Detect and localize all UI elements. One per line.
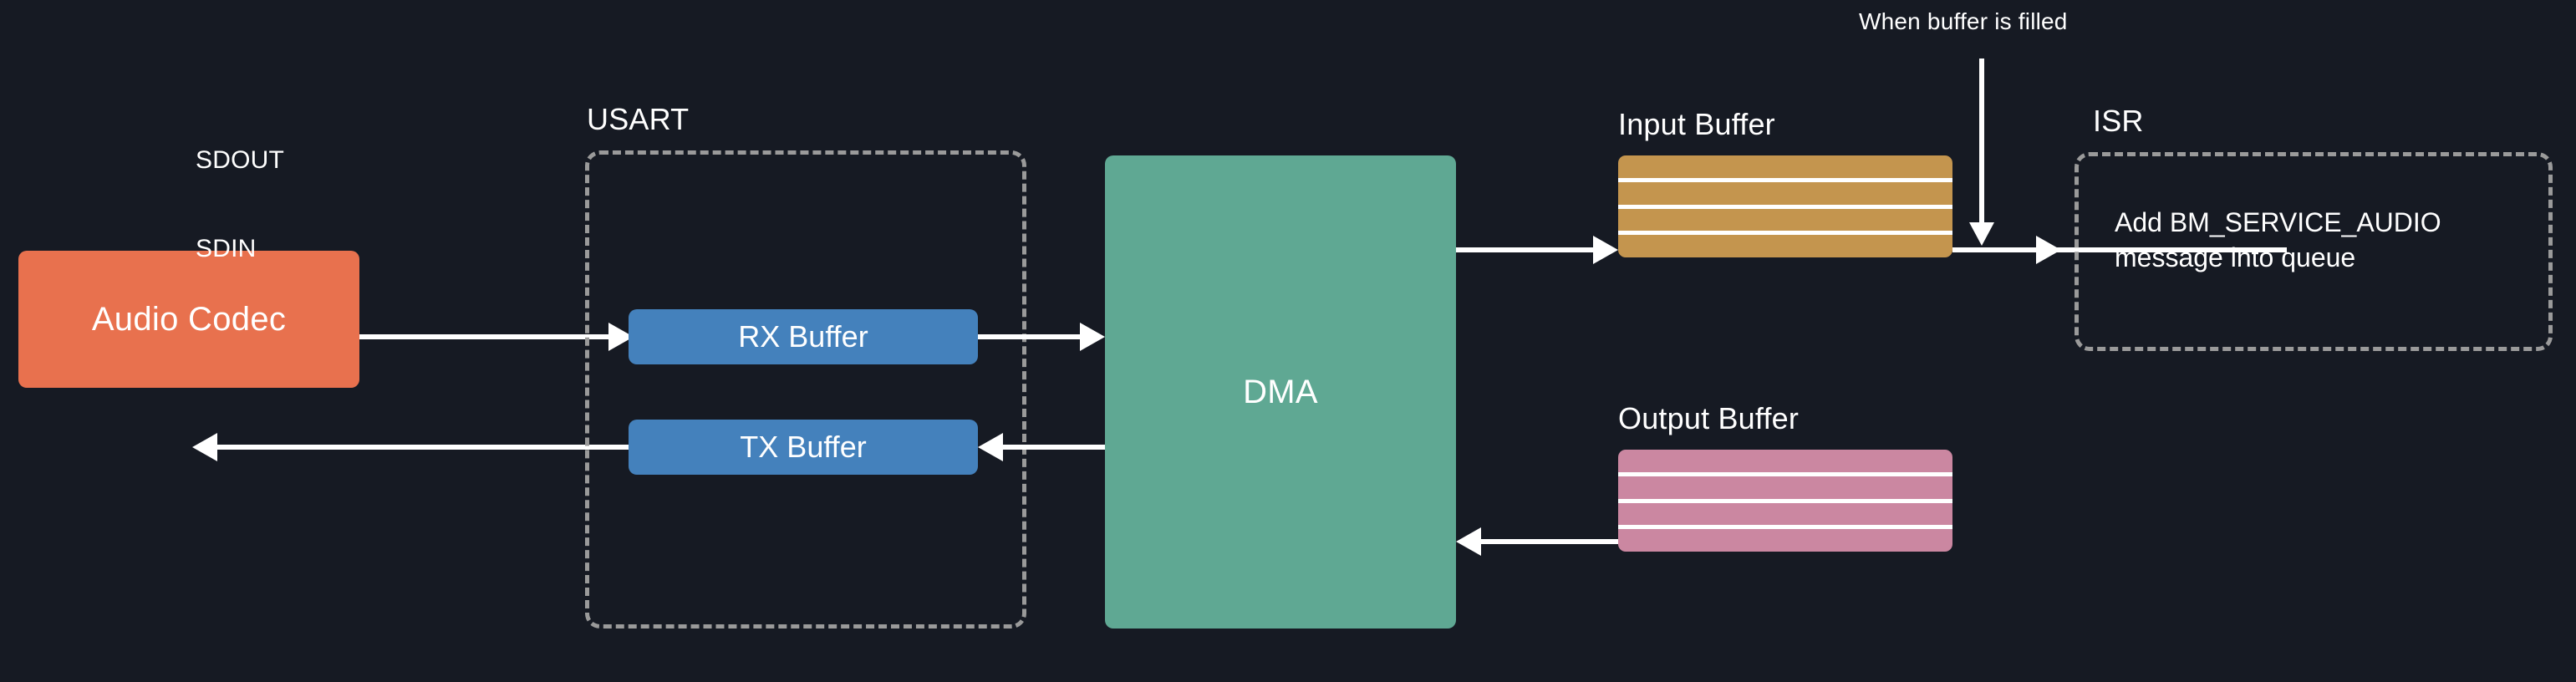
dma-to-tx-line xyxy=(1003,445,1105,450)
dma-block[interactable]: DMA xyxy=(1105,155,1456,629)
input-buffer-slot xyxy=(1618,177,1952,205)
input-buffer-slot xyxy=(1618,204,1952,232)
input-to-isr-line xyxy=(1952,247,2287,252)
usart-group-container xyxy=(585,150,1026,629)
dma-to-tx-arrowhead-icon xyxy=(978,433,1003,461)
buffer-filled-annotation: When buffer is filled xyxy=(1859,8,2068,34)
output-buffer-slot xyxy=(1618,450,1952,472)
sdin-line xyxy=(217,445,629,450)
rx-to-dma-line xyxy=(978,334,1080,339)
output-buffer-slot xyxy=(1618,471,1952,499)
sdout-line xyxy=(359,334,610,339)
input-buffer-block[interactable] xyxy=(1618,155,1952,257)
rx-buffer-block[interactable]: RX Buffer xyxy=(629,309,978,364)
rx-buffer-label: RX Buffer xyxy=(738,319,868,354)
rx-to-dma-arrowhead-icon xyxy=(1080,323,1105,351)
dma-label: DMA xyxy=(1243,373,1318,410)
input-buffer-slot xyxy=(1618,155,1952,178)
audio-codec-label: Audio Codec xyxy=(91,300,287,338)
input-buffer-slot xyxy=(1618,231,1952,257)
sdin-label: SDIN xyxy=(196,235,257,262)
isr-body-line-2: message into queue xyxy=(2115,242,2356,273)
buffer-filled-arrowhead-icon xyxy=(1969,222,1994,246)
sdout-label: SDOUT xyxy=(196,146,284,174)
isr-body-line-1: Add BM_SERVICE_AUDIO xyxy=(2115,207,2441,237)
output-to-dma-arrowhead-icon xyxy=(1456,527,1481,556)
buffer-filled-line xyxy=(1979,59,1984,226)
isr-group-label: ISR xyxy=(2093,104,2144,138)
tx-buffer-label: TX Buffer xyxy=(740,430,867,464)
dma-to-input-line xyxy=(1456,247,1593,252)
isr-body-text: Add BM_SERVICE_AUDIO message into queue xyxy=(2115,205,2533,275)
input-buffer-label: Input Buffer xyxy=(1618,107,1775,141)
dma-to-input-arrowhead-icon xyxy=(1593,236,1618,264)
output-to-dma-line xyxy=(1481,539,1618,544)
output-buffer-slot xyxy=(1618,498,1952,526)
usart-group-label: USART xyxy=(587,102,690,136)
input-to-isr-arrowhead-icon xyxy=(2036,236,2061,264)
output-buffer-block[interactable] xyxy=(1618,450,1952,552)
tx-buffer-block[interactable]: TX Buffer xyxy=(629,420,978,475)
output-buffer-label: Output Buffer xyxy=(1618,401,1800,435)
audio-codec-block[interactable]: Audio Codec xyxy=(18,251,359,388)
sdin-arrowhead-icon xyxy=(192,433,217,461)
isr-group-container xyxy=(2075,152,2553,351)
output-buffer-slot xyxy=(1618,525,1952,552)
